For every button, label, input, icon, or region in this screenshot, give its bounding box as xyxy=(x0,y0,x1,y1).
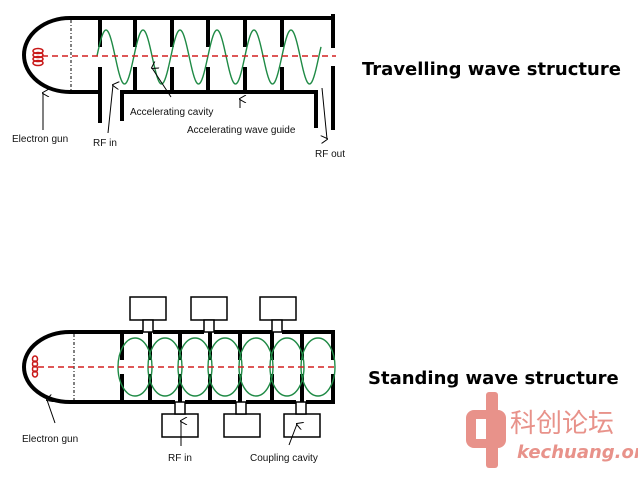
label-rf-in: RF in xyxy=(93,138,117,149)
label-rf-in: RF in xyxy=(168,453,192,464)
arrow-rf-in xyxy=(107,85,113,134)
standing-wave-loop xyxy=(238,337,274,397)
arrow-rf-out xyxy=(322,87,327,139)
label-electron-gun: Electron gun xyxy=(12,134,68,145)
cathode-coil-icon xyxy=(32,47,44,67)
arrow-electron-gun xyxy=(47,400,56,424)
label-rf-out: RF out xyxy=(315,149,345,160)
travelling-wave xyxy=(96,29,322,85)
standing-wave-diagram: Electron gun RF in Coupling cavity Stand… xyxy=(22,296,619,464)
label-accelerating-cavity: Accelerating cavity xyxy=(130,107,213,118)
arrow-cavity xyxy=(152,68,172,98)
gun-housing xyxy=(22,16,102,123)
irises xyxy=(98,18,284,92)
travelling-title: Travelling wave structure xyxy=(362,59,621,80)
label-electron-gun: Electron gun xyxy=(22,434,78,445)
watermark-text: 科创论坛 xyxy=(510,409,614,439)
standing-title: Standing wave structure xyxy=(368,368,619,389)
waveguide-wall xyxy=(120,90,318,128)
arrow-coupling-cavity xyxy=(288,424,297,446)
cathode-coil-icon xyxy=(31,355,39,378)
cavity-walls xyxy=(120,332,304,402)
kechuang-watermark-logo: 科创论坛 kechuang.org xyxy=(466,392,638,468)
label-accelerating-wave-guide: Accelerating wave guide xyxy=(187,125,296,136)
label-coupling-cavity: Coupling cavity xyxy=(250,453,318,464)
top-wall xyxy=(70,14,335,130)
travelling-wave-diagram: Electron gun RF in Accelerating cavity A… xyxy=(12,14,621,160)
coupling-cavities xyxy=(129,296,321,438)
watermark-url: kechuang.org xyxy=(517,442,638,463)
